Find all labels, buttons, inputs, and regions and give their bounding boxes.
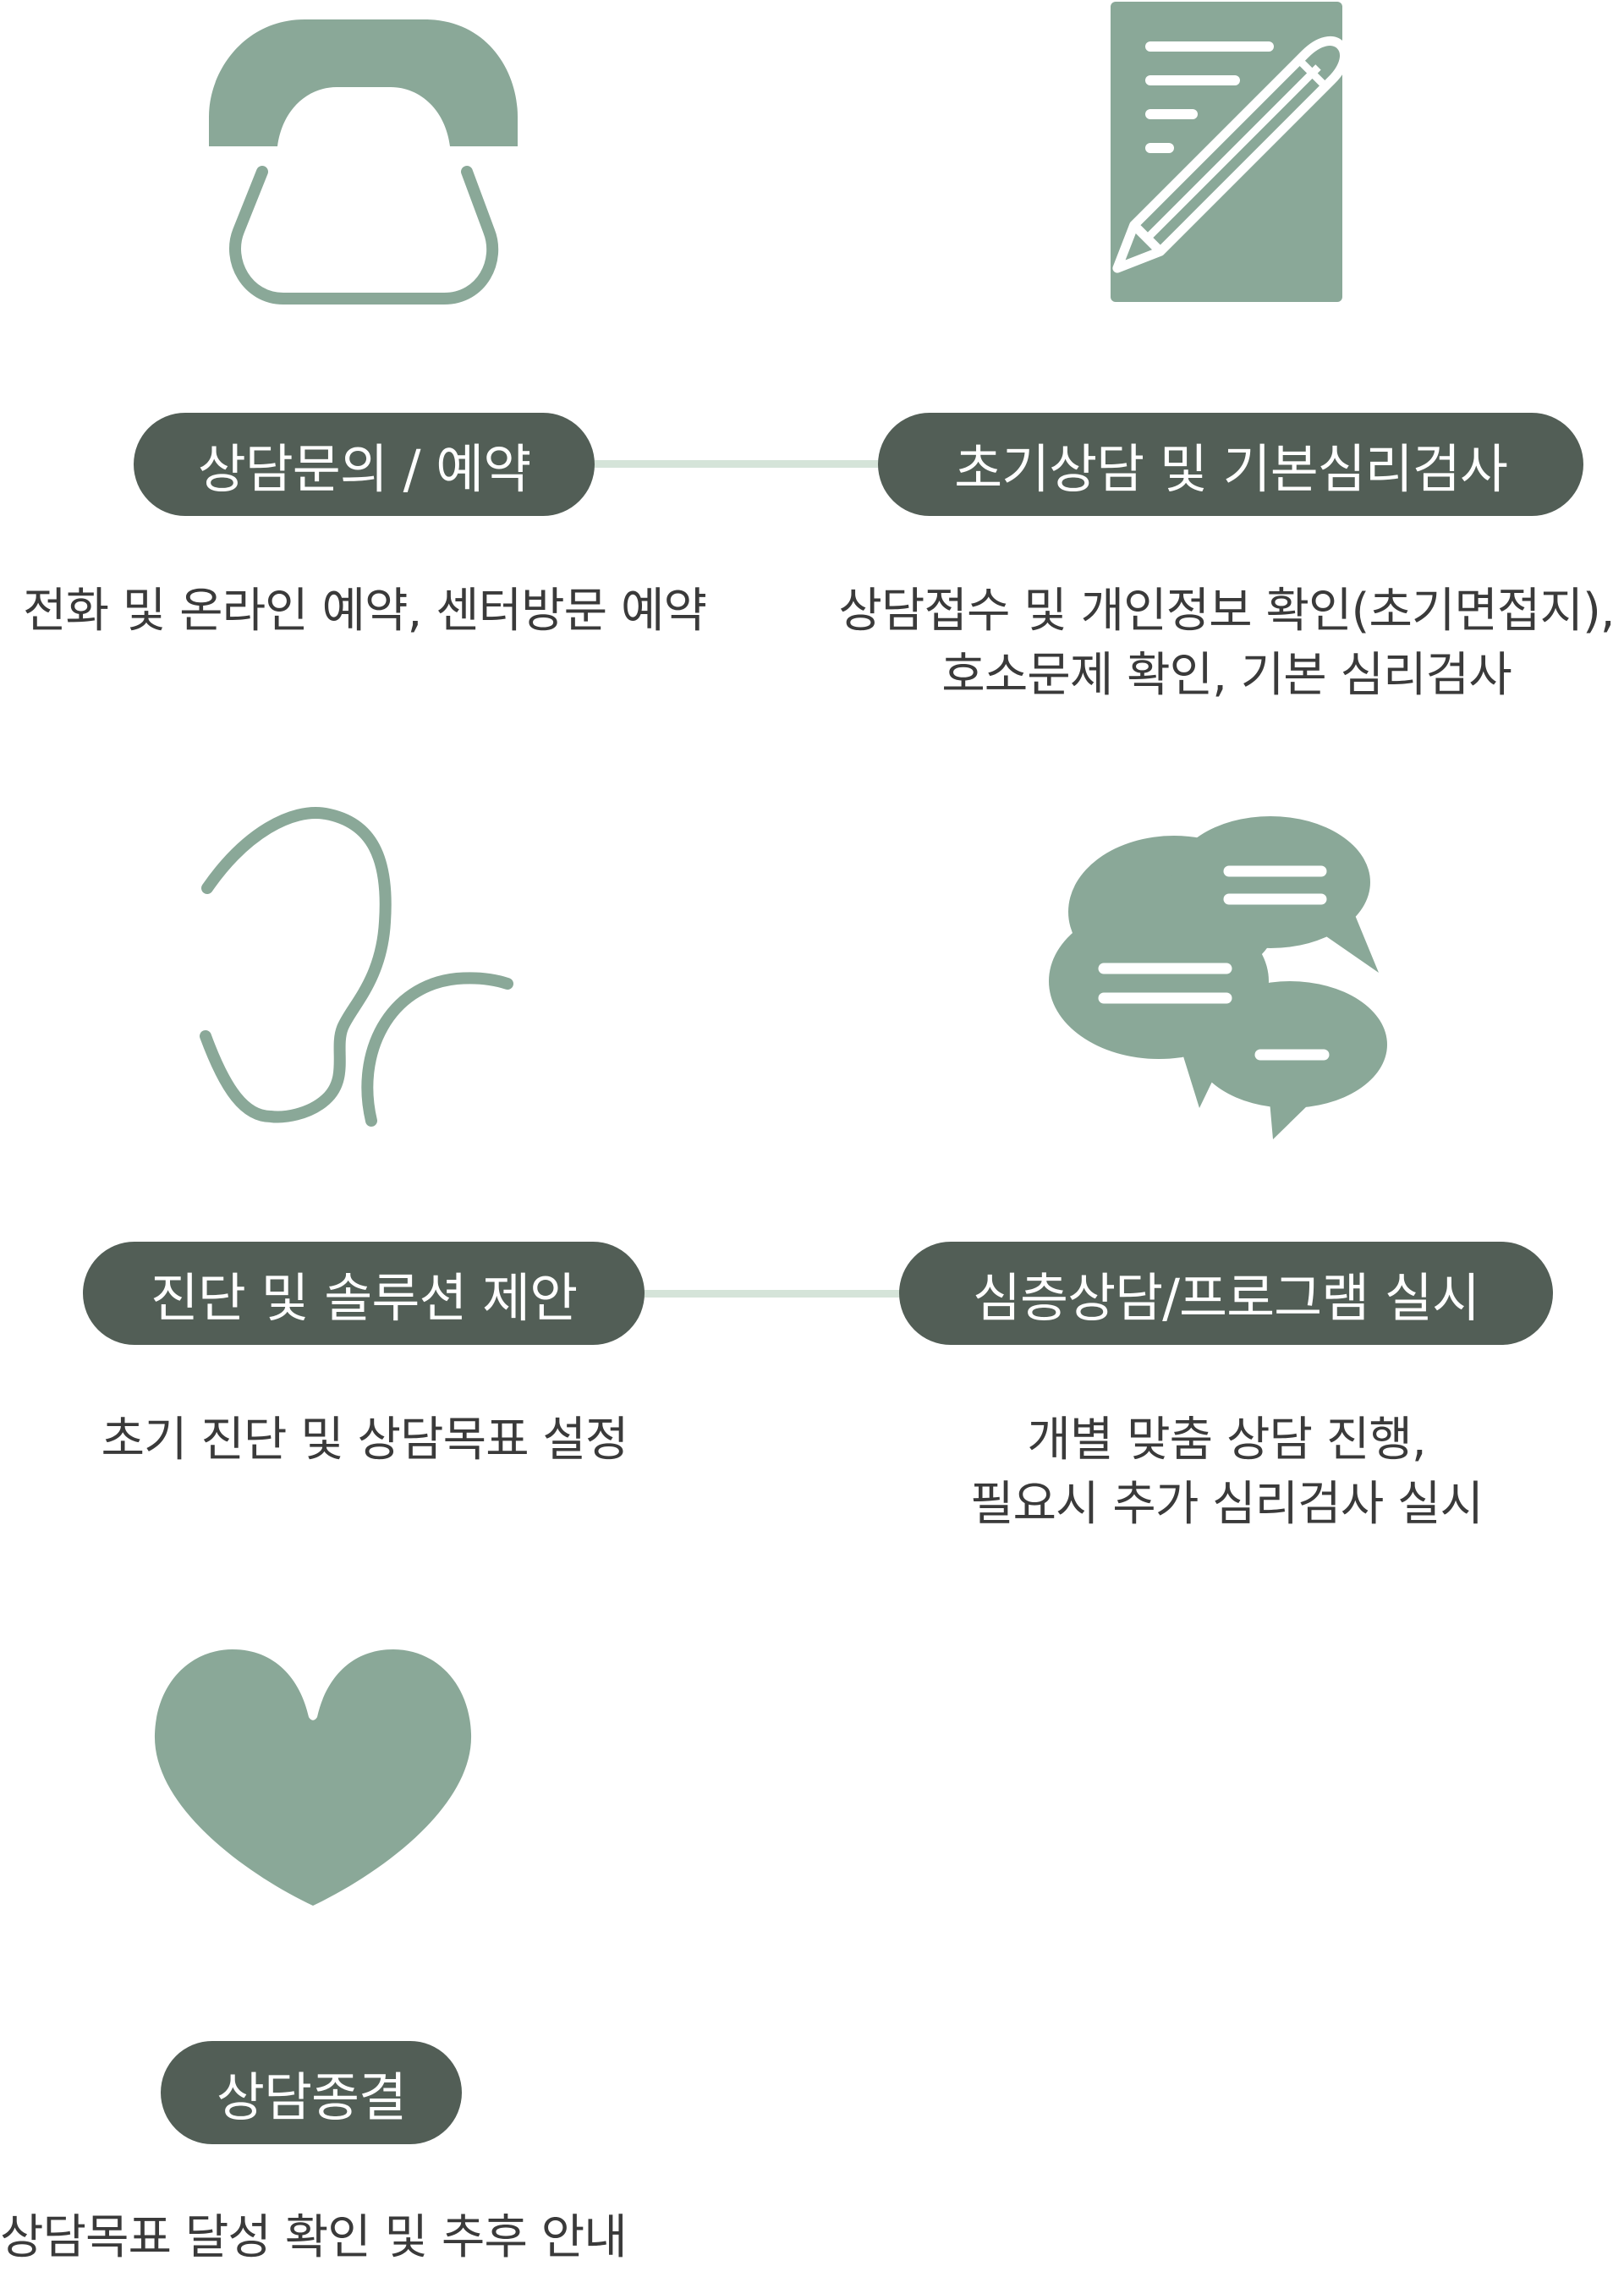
step-desc-line: 상담접수 및 개인정보 확인(초기면접지), <box>838 584 1615 639</box>
step-title-inquiry: 상담문의 / 예약 <box>134 413 595 516</box>
connector-line-2 <box>643 1290 905 1298</box>
step-desc-diagnosis: 초기 진단 및 상담목표 설정 <box>0 1408 729 1473</box>
document-pencil-icon <box>1108 0 1345 305</box>
stethoscope-icon <box>199 804 520 1133</box>
step-desc-line: 개별 맞춤 상담 진행, <box>1027 1413 1426 1468</box>
step-desc-termination: 상담목표 달성 확인 및 추후 안내 <box>0 2206 628 2270</box>
heart-icon <box>152 1645 474 1907</box>
connector-line-1 <box>592 460 888 468</box>
phone-icon <box>203 15 524 307</box>
step-desc-line: 호소문제 확인, 기본 심리검사 <box>941 648 1512 703</box>
speech-bubbles-icon <box>1049 816 1387 1146</box>
step-title-initial-counseling: 초기상담 및 기본심리검사 <box>878 413 1583 516</box>
step-desc-line: 전화 및 온라인 예약, 센터방문 예약 <box>22 584 707 639</box>
step-desc-line: 필요시 추가 심리검사 실시 <box>969 1477 1484 1532</box>
step-desc-line: 상담목표 달성 확인 및 추후 안내 <box>0 2210 628 2265</box>
step-desc-initial-counseling: 상담접수 및 개인정보 확인(초기면접지), 호소문제 확인, 기본 심리검사 <box>812 579 1624 708</box>
step-desc-line: 초기 진단 및 상담목표 설정 <box>101 1413 629 1468</box>
step-desc-deep-counseling: 개별 맞춤 상담 진행, 필요시 추가 심리검사 실시 <box>812 1408 1624 1537</box>
step-title-deep-counseling: 심층상담/프로그램 실시 <box>899 1242 1553 1345</box>
step-desc-inquiry: 전화 및 온라인 예약, 센터방문 예약 <box>0 579 729 644</box>
step-title-termination: 상담종결 <box>161 2041 462 2144</box>
step-title-diagnosis: 진단 및 솔루션 제안 <box>83 1242 645 1345</box>
